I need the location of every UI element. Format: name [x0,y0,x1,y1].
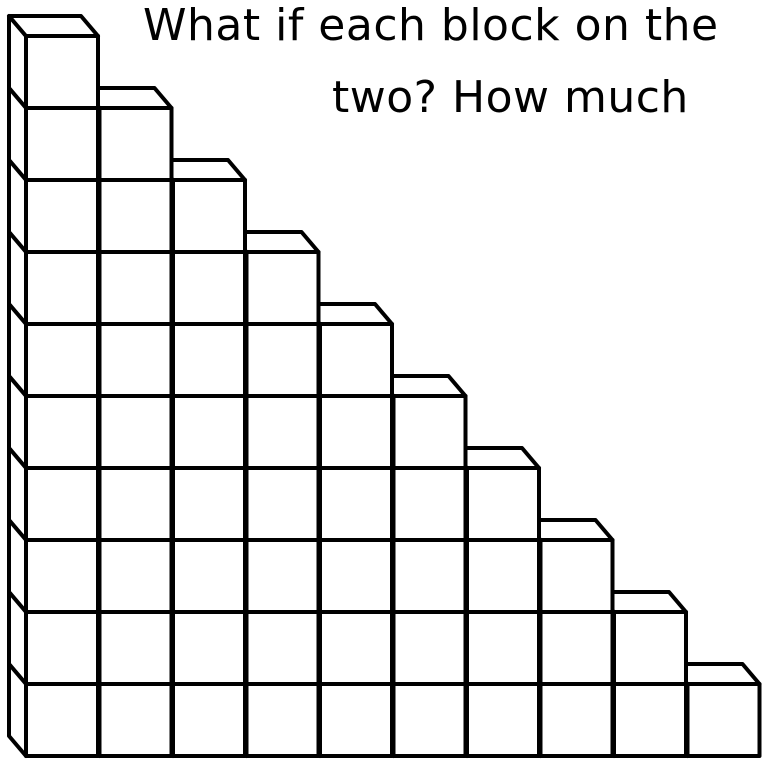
block-front-face [24,34,100,110]
block-front-face [171,394,247,470]
block-front-face [97,178,174,254]
block-front-face [391,466,468,542]
block-front-face [685,682,762,758]
block [7,14,100,110]
caption-line-1: What if each block on the [143,0,719,51]
block-front-face [171,250,247,326]
block-front-face [612,610,688,686]
block-front-face [612,682,688,758]
block [7,518,100,614]
block-front-face [244,322,321,398]
block-front-face [24,538,100,614]
block-front-face [391,394,468,470]
block-front-face [465,610,541,686]
block-front-face [244,682,321,758]
block-front-face [391,538,468,614]
block-front-face [318,682,394,758]
block [7,662,100,758]
block-front-face [171,538,247,614]
block-front-face [318,466,394,542]
block-front-face [318,394,394,470]
block [7,158,100,254]
block-front-face [97,250,174,326]
block-front-face [318,538,394,614]
block-front-face [391,682,468,758]
block [7,446,100,542]
block-front-face [244,394,321,470]
block-front-face [24,610,100,686]
block-front-face [538,682,615,758]
block [7,302,100,398]
block-front-face [97,538,174,614]
block-front-face [171,466,247,542]
block-front-face [465,466,541,542]
block-front-face [24,682,100,758]
block-front-face [24,178,100,254]
block-front-face [171,322,247,398]
block-front-face [24,250,100,326]
block-front-face [391,610,468,686]
block-front-face [171,610,247,686]
block-top-face [7,14,100,38]
block-front-face [244,610,321,686]
block-front-face [318,610,394,686]
block-front-face [24,106,100,182]
block-front-face [97,610,174,686]
block-front-face [97,394,174,470]
block-front-face [538,610,615,686]
block-front-face [97,682,174,758]
block-front-face [97,466,174,542]
block-front-face [465,682,541,758]
block-front-face [538,538,615,614]
block-front-face [465,538,541,614]
block-front-face [97,322,174,398]
block-front-face [24,322,100,398]
block-front-face [171,682,247,758]
block-front-face [244,466,321,542]
block-front-face [97,106,174,182]
block-front-face [244,538,321,614]
block-front-face [171,178,247,254]
caption-line-2: two? How much [332,72,689,123]
block-front-face [244,250,321,326]
block-front-face [24,394,100,470]
block-front-face [318,322,394,398]
block-front-face [24,466,100,542]
